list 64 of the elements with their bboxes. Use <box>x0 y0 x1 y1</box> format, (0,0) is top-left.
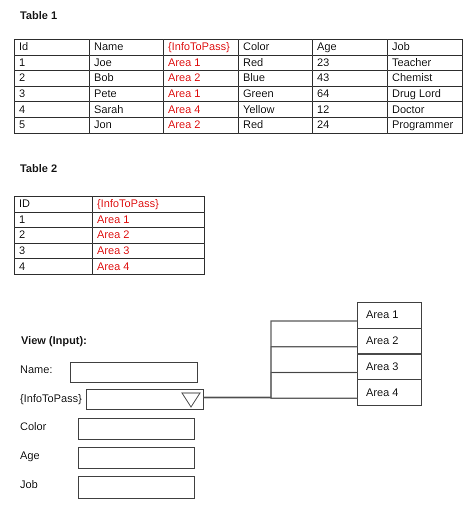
table-cell: 4 <box>14 258 92 274</box>
field-label: Name: <box>20 364 52 376</box>
table-cell: 5 <box>14 117 90 134</box>
table-cell: Blue <box>238 70 312 86</box>
table-cell: 24 <box>312 117 388 134</box>
table-cell: Area 2 <box>164 117 238 134</box>
header-cell: {InfoToPass} <box>92 196 204 212</box>
table-cell: Doctor <box>388 102 462 118</box>
field-label: Age <box>20 450 40 462</box>
input-field <box>78 447 195 469</box>
table-cell: 23 <box>312 55 388 71</box>
table-cell: Yellow <box>238 102 312 118</box>
list-item: Area 4 <box>357 379 422 406</box>
header-cell: Color <box>238 40 312 56</box>
table-cell: 1 <box>14 212 92 228</box>
table-cell: 1 <box>14 55 90 71</box>
table-cell: Jon <box>90 117 164 134</box>
table-cell: 2 <box>14 70 90 86</box>
header-cell: Name <box>90 40 164 56</box>
input-field <box>78 418 195 440</box>
form-title: View (Input): <box>21 335 87 347</box>
field-label: Job <box>20 479 38 491</box>
table-cell: Teacher <box>388 55 462 71</box>
table-cell: Area 2 <box>92 228 204 244</box>
table-cell: 4 <box>14 102 90 118</box>
header-cell: {InfoToPass} <box>164 40 238 56</box>
table-cell: 2 <box>14 228 92 244</box>
table-cell: Sarah <box>90 102 164 118</box>
table-cell: 12 <box>312 102 388 118</box>
input-field <box>78 476 195 499</box>
list-item: Area 3 <box>357 354 422 380</box>
field-label: {InfoToPass} <box>20 393 82 405</box>
table-cell: Area 3 <box>92 243 204 259</box>
table-cell: Programmer <box>388 117 462 134</box>
dropdown-field <box>86 389 204 410</box>
table-cell: Area 4 <box>164 102 238 118</box>
table-cell: Red <box>238 117 312 134</box>
field-label: Color <box>20 421 46 433</box>
table-cell: Joe <box>90 55 164 71</box>
table-cell: Area 4 <box>92 258 204 274</box>
table-cell: Pete <box>90 86 164 102</box>
table-cell: Area 1 <box>164 86 238 102</box>
table-cell: 43 <box>312 70 388 86</box>
connector-line <box>204 396 357 399</box>
header-cell: Age <box>312 40 388 56</box>
table-title: Table 2 <box>20 163 58 175</box>
table-cell: Area 2 <box>164 70 238 86</box>
list-item: Area 2 <box>357 328 422 354</box>
header-cell: Job <box>388 40 462 56</box>
list-item: Area 1 <box>357 302 422 328</box>
table-cell: Area 1 <box>164 55 238 71</box>
header-cell: Id <box>14 40 90 56</box>
table-cell: Green <box>238 86 312 102</box>
table-cell: Drug Lord <box>388 86 462 102</box>
table-cell: 3 <box>14 243 92 259</box>
table-cell: Chemist <box>388 70 462 86</box>
table-cell: Red <box>238 55 312 71</box>
table-title: Table 1 <box>20 10 58 22</box>
header-cell: ID <box>14 196 92 212</box>
table-cell: 64 <box>312 86 388 102</box>
table-cell: Area 1 <box>92 212 204 228</box>
table-cell: 3 <box>14 86 90 102</box>
table-cell: Bob <box>90 70 164 86</box>
input-field <box>70 362 198 383</box>
